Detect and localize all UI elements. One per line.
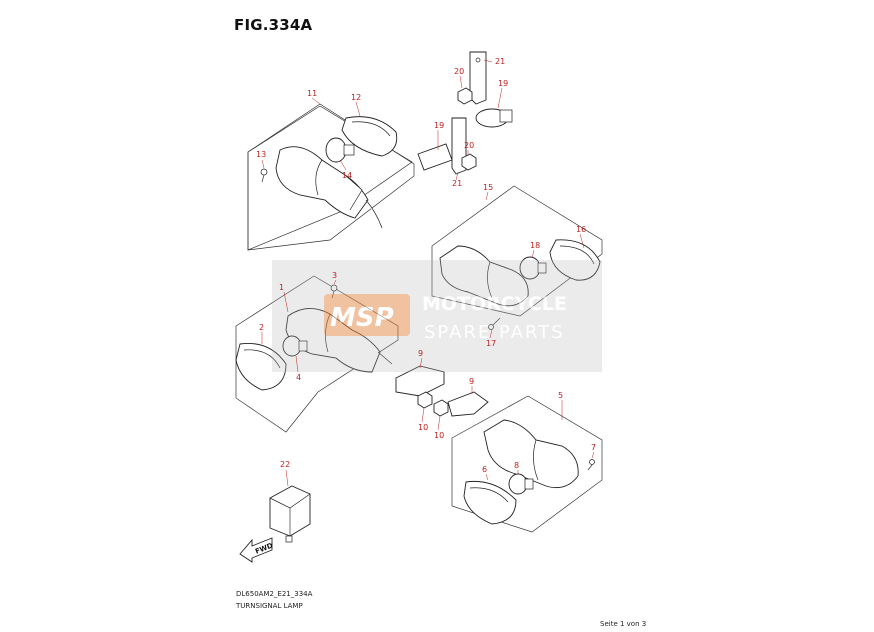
callout-16: 16 — [576, 225, 586, 234]
callout-10-left: 10 — [418, 423, 428, 432]
leader-lines — [261, 59, 595, 487]
callout-14: 14 — [342, 171, 352, 180]
drawing-code: DL650AM2_E21_334A — [236, 590, 313, 598]
lamp-housing-5 — [483, 419, 579, 489]
figure-title: FIG.334A — [234, 16, 313, 34]
callout-20-top: 20 — [454, 67, 464, 76]
bracket-21-top — [469, 51, 487, 105]
callout-9-left: 9 — [418, 349, 423, 358]
screw-13 — [260, 168, 268, 183]
callout-21-mid: 21 — [452, 179, 462, 188]
screw-17 — [488, 317, 501, 330]
group-box-5 — [451, 395, 603, 533]
relay-22 — [269, 485, 311, 543]
nut-10-right — [433, 399, 449, 417]
callout-6: 6 — [482, 465, 487, 474]
callout-4: 4 — [296, 373, 301, 382]
callout-8: 8 — [514, 461, 519, 470]
figure-subtitle: TURNSIGNAL LAMP — [236, 602, 303, 610]
callout-10-right: 10 — [434, 431, 444, 440]
lens-2 — [235, 342, 287, 391]
watermark-logo: MSP — [330, 303, 394, 333]
bracket-9-right — [447, 391, 489, 417]
grommet-19-mid — [417, 143, 453, 171]
callout-5: 5 — [558, 391, 563, 400]
callout-19-mid: 19 — [434, 121, 444, 130]
callout-22: 22 — [280, 460, 290, 469]
lamp-housing-11 — [275, 146, 383, 229]
callout-20-mid: 20 — [464, 141, 474, 150]
callout-17: 17 — [486, 339, 496, 348]
group-box-15 — [431, 185, 603, 317]
grommet-19-top — [475, 108, 513, 128]
callout-21-top: 21 — [495, 57, 505, 66]
bracket-9-left — [395, 365, 445, 397]
screw-7 — [587, 459, 595, 471]
watermark-line1: MOTORCYCLE — [422, 293, 567, 315]
callout-2: 2 — [259, 323, 264, 332]
callout-19-top: 19 — [498, 79, 508, 88]
callout-13: 13 — [256, 150, 266, 159]
callout-12: 12 — [351, 93, 361, 102]
nut-10-left — [417, 391, 433, 409]
bulb-4 — [282, 335, 308, 357]
screw-3 — [330, 284, 338, 299]
callout-3: 3 — [332, 271, 337, 280]
nut-20-top — [457, 87, 473, 105]
callout-9-right: 9 — [469, 377, 474, 386]
callout-7: 7 — [591, 443, 596, 452]
lamp-housing-15 — [439, 245, 529, 307]
lens-12 — [341, 116, 398, 157]
callout-1: 1 — [279, 283, 284, 292]
callout-18: 18 — [530, 241, 540, 250]
bulb-14 — [325, 137, 355, 163]
nut-20-mid — [461, 153, 477, 171]
callouts: 1 2 3 4 5 6 7 8 9 9 10 10 11 12 13 14 15… — [256, 57, 596, 474]
callout-15: 15 — [483, 183, 493, 192]
lens-16 — [549, 239, 601, 281]
bulb-18 — [519, 256, 547, 280]
page-indicator: Seite 1 von 3 — [600, 620, 647, 628]
watermark-line2: SPARE PARTS — [424, 322, 565, 343]
watermark: MSP MOTORCYCLE SPARE PARTS — [272, 260, 602, 372]
fwd-arrow-icon: FWD — [239, 537, 274, 563]
callout-11: 11 — [307, 89, 317, 98]
lens-6 — [463, 480, 517, 525]
